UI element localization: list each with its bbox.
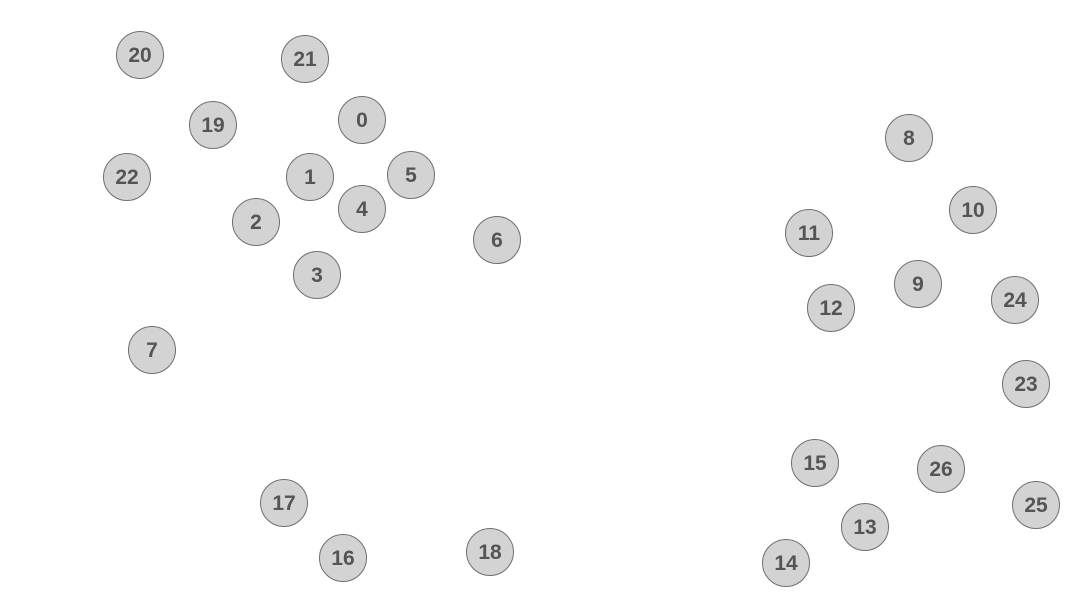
graph-node-5: 5 [387, 151, 435, 199]
graph-node-label: 6 [491, 228, 503, 252]
graph-node-3: 3 [293, 251, 341, 299]
graph-node-label: 2 [250, 210, 262, 234]
graph-node-label: 26 [929, 457, 953, 481]
graph-node-label: 10 [961, 198, 985, 222]
graph-node-label: 11 [797, 221, 821, 245]
graph-node-label: 23 [1014, 372, 1038, 396]
graph-node-label: 18 [478, 540, 502, 564]
graph-node-label: 21 [293, 47, 317, 71]
graph-node-label: 20 [128, 43, 152, 67]
graph-node-25: 25 [1012, 481, 1060, 529]
graph-node-2: 2 [232, 198, 280, 246]
graph-node-label: 7 [146, 338, 158, 362]
graph-node-label: 19 [201, 113, 225, 137]
graph-node-label: 15 [803, 451, 827, 475]
graph-node-label: 13 [853, 515, 877, 539]
graph-node-label: 25 [1024, 493, 1048, 517]
graph-node-label: 8 [903, 126, 915, 150]
graph-node-9: 9 [894, 260, 942, 308]
graph-node-label: 17 [272, 491, 296, 515]
graph-node-20: 20 [116, 31, 164, 79]
graph-node-label: 1 [304, 165, 316, 189]
graph-node-label: 3 [311, 263, 323, 287]
graph-node-15: 15 [791, 439, 839, 487]
graph-node-label: 4 [356, 197, 368, 221]
graph-node-label: 24 [1003, 288, 1027, 312]
graph-node-label: 14 [774, 551, 798, 575]
graph-node-26: 26 [917, 445, 965, 493]
graph-node-11: 11 [785, 209, 833, 257]
graph-node-18: 18 [466, 528, 514, 576]
graph-node-label: 5 [405, 163, 417, 187]
graph-node-8: 8 [885, 114, 933, 162]
graph-node-13: 13 [841, 503, 889, 551]
graph-node-10: 10 [949, 186, 997, 234]
graph-node-label: 12 [819, 296, 843, 320]
graph-node-0: 0 [338, 96, 386, 144]
graph-node-17: 17 [260, 479, 308, 527]
graph-node-4: 4 [338, 185, 386, 233]
graph-node-label: 16 [331, 546, 355, 570]
graph-node-21: 21 [281, 35, 329, 83]
graph-node-22: 22 [103, 153, 151, 201]
graph-node-23: 23 [1002, 360, 1050, 408]
graph-node-label: 22 [115, 165, 139, 189]
graph-node-24: 24 [991, 276, 1039, 324]
graph-node-7: 7 [128, 326, 176, 374]
graph-node-label: 9 [912, 272, 924, 296]
graph-node-14: 14 [762, 539, 810, 587]
graph-node-label: 0 [356, 108, 368, 132]
graph-node-1: 1 [286, 153, 334, 201]
graph-node-12: 12 [807, 284, 855, 332]
graph-node-19: 19 [189, 101, 237, 149]
graph-node-16: 16 [319, 534, 367, 582]
graph-node-6: 6 [473, 216, 521, 264]
